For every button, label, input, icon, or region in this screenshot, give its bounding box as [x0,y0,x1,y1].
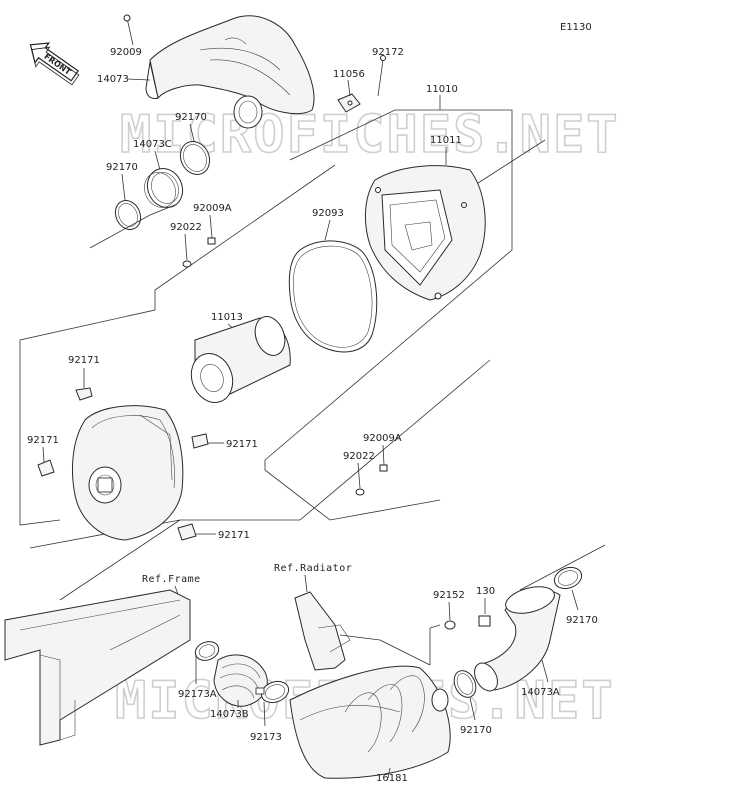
label-130: 130 [476,586,495,597]
label-92170-c: 92170 [460,725,492,736]
label-92170-a: 92170 [175,112,207,123]
frame-reference [4,589,191,746]
label-92173a: 92173A [178,689,217,700]
label-92172: 92172 [372,47,404,58]
label-14073: 14073 [97,74,129,85]
air-cleaner-housing-11011 [365,165,486,301]
label-14073b: 14073B [210,709,249,720]
label-92022-b: 92022 [343,451,375,462]
label-92173: 92173 [250,732,282,743]
clamp-92170-c [453,670,477,698]
clip-92171-a [75,387,93,401]
diagram-code: E1130 [560,22,592,33]
label-92093: 92093 [312,208,344,219]
fitting-130 [478,615,491,627]
clamp-92173 [255,680,290,704]
washer-92022-a [182,260,192,268]
hose-14073b [213,654,268,707]
intake-silencer-16181 [289,665,451,779]
ref-radiator-label: Ref.Radiator [274,563,352,574]
duct-14073a [474,586,561,692]
label-92152: 92152 [433,590,465,601]
gasket-92093 [288,240,378,353]
clamp-92170-b [114,199,142,231]
label-92009a-a: 92009A [193,203,232,214]
label-16181: 16181 [376,773,408,784]
ref-frame-label: Ref.Frame [142,574,201,585]
label-92022-a: 92022 [170,222,202,233]
screw-92009a-b [379,464,388,472]
screw-92009 [123,14,134,46]
label-11056: 11056 [333,69,365,80]
hose-14073c [144,168,184,208]
label-92171-d: 92171 [218,530,250,541]
label-11013: 11013 [211,312,243,323]
label-14073c: 14073C [133,139,172,150]
clamp-92173a [194,641,220,661]
label-11010: 11010 [426,84,458,95]
label-11011: 11011 [430,135,462,146]
label-14073a: 14073A [521,687,560,698]
clip-92171-b [37,459,55,477]
clamp-92170-d [553,566,583,590]
label-92171-c: 92171 [226,439,258,450]
air-cleaner-cover [71,405,184,541]
label-92009a-b: 92009A [363,433,402,444]
front-direction-icon: FRONT [29,42,80,86]
screw-92009a-a [207,237,216,245]
label-92170-d: 92170 [566,615,598,626]
bolt-92172 [377,55,386,97]
label-92009-top: 92009 [110,47,142,58]
clamp-92170-a [179,140,211,176]
intake-duct-14073 [145,15,315,129]
bracket-11056 [337,93,361,113]
label-92171-b: 92171 [27,435,59,446]
washer-92022-b [355,488,365,496]
washer-92152 [444,620,456,630]
label-92171-a: 92171 [68,355,100,366]
label-92170-b: 92170 [106,162,138,173]
radiator-reference [294,591,351,671]
assembly-outline-11010 [264,95,546,470]
air-filter-element-11013 [190,316,291,403]
clip-92171-d [177,523,197,541]
clip-92171-c [191,433,209,449]
